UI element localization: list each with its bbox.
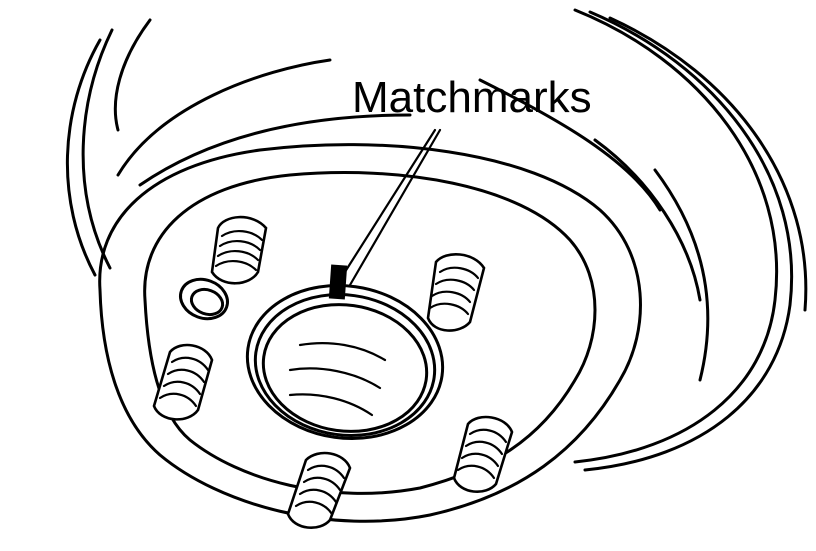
drum-face: [98, 143, 642, 523]
matchmark-notch: [328, 264, 348, 300]
wheel-stud-lower: [286, 451, 352, 529]
wheel-stud-lower-right: [452, 415, 514, 493]
outer-wheel-contour-left: [66, 18, 152, 277]
outer-wheel-contour-right: [573, 8, 808, 472]
wheel-stud-upper-left: [210, 215, 268, 285]
wheel-stud-left: [152, 343, 214, 421]
wheel-stud-upper-right: [426, 253, 486, 332]
matchmarks-label: Matchmarks: [352, 73, 592, 122]
matchmark-leader: [341, 128, 442, 287]
hub-bore: [245, 264, 445, 440]
drum-small-hole: [179, 277, 229, 321]
drum-shoulder: [116, 58, 710, 382]
